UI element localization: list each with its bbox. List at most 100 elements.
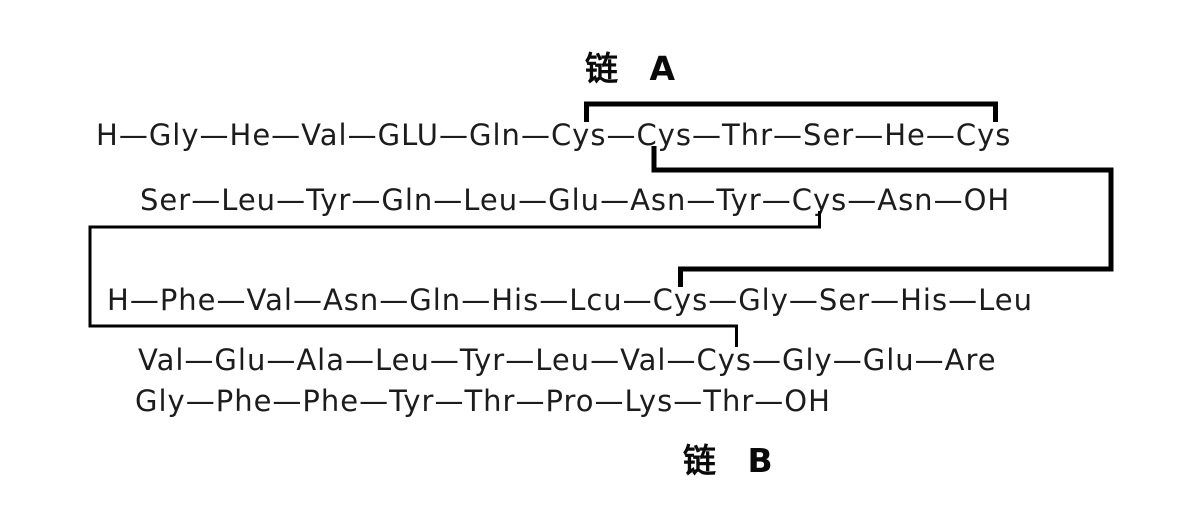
peptide-bond-dash: — — [925, 118, 956, 152]
chain-b-label: 链 B — [683, 441, 775, 480]
residue: Gly — [135, 384, 186, 418]
residue: His — [900, 283, 949, 317]
residue: Pro — [545, 384, 595, 418]
peptide-bond-dash: — — [272, 384, 303, 418]
peptide-bond-dash: — — [948, 283, 979, 317]
residue: Cys — [636, 118, 692, 152]
residue: Phe — [302, 384, 360, 418]
residue: Tyr — [716, 183, 762, 217]
residue: Are — [944, 343, 997, 377]
peptide-bond-dash: — — [692, 118, 722, 152]
peptide-bond-dash: — — [870, 283, 901, 317]
residue: Ser — [140, 183, 192, 217]
peptide-bond-dash: — — [266, 343, 297, 377]
residue: Leu — [535, 343, 591, 377]
peptide-bond-dash: — — [854, 118, 885, 152]
peptide-bond-dash: — — [622, 283, 653, 317]
residue: Tyr — [459, 343, 506, 377]
residue: Phe — [159, 283, 217, 317]
peptide-bond-dash: — — [600, 183, 631, 217]
peptide-bond-dash: — — [754, 384, 785, 418]
residue: Leu — [463, 183, 519, 217]
peptide-bond-dash: — — [292, 283, 323, 317]
residue: Thr — [722, 118, 774, 152]
peptide-bond-dash: — — [351, 183, 382, 217]
residue: Thr — [464, 384, 516, 418]
residue: H — [96, 118, 119, 152]
residue: OH — [963, 183, 1011, 217]
residue: Lys — [624, 384, 674, 418]
residue: Leu — [375, 343, 430, 377]
residue: Val — [246, 283, 293, 317]
residue: Asn — [877, 183, 934, 217]
peptide-bond-dash: — — [606, 118, 637, 152]
peptide-bond-dash: — — [708, 283, 739, 317]
residue: Glu — [214, 343, 267, 377]
peptide-bond-dash: — — [434, 384, 465, 418]
residue: Thr — [703, 384, 755, 418]
peptide-bond-dash: — — [191, 183, 222, 217]
residue: Val — [620, 343, 667, 377]
residue: GLU — [377, 118, 440, 152]
peptide-bond-dash: — — [847, 183, 878, 217]
peptide-bond-dash: — — [518, 183, 549, 217]
residue: H — [107, 283, 130, 317]
residue: Ala — [296, 343, 346, 377]
peptide-bond-dash: — — [271, 118, 302, 152]
residue: His — [491, 283, 540, 317]
residue: Val — [301, 118, 348, 152]
residue: Glu — [862, 343, 915, 377]
residue: He — [884, 118, 926, 152]
peptide-bond-dash: — — [118, 118, 149, 152]
peptide-bond-dash: — — [590, 343, 621, 377]
residue: He — [229, 118, 272, 152]
peptide-bond-dash: — — [347, 118, 378, 152]
peptide-bond-dash: — — [216, 283, 247, 317]
peptide-bond-dash: — — [788, 283, 819, 317]
peptide-bond-dash: — — [129, 283, 160, 317]
peptide-bond-dash: — — [429, 343, 460, 377]
residue: Cys — [652, 283, 709, 317]
residue: Cys — [550, 118, 607, 152]
residue: Gln — [409, 283, 462, 317]
peptide-bond-dash: — — [379, 283, 410, 317]
residue: Ser — [818, 283, 871, 317]
peptide-bond-dash: — — [761, 183, 792, 217]
peptide-bond-dash: — — [276, 183, 307, 217]
peptide-bond-dash: — — [185, 384, 216, 418]
residue: Gly — [782, 343, 833, 377]
residue: Leu — [221, 183, 277, 217]
disulfide-bond-line — [88, 211, 821, 347]
residue: Asn — [322, 283, 380, 317]
peptide-bond-dash: — — [666, 343, 697, 377]
peptide-bond-dash: — — [673, 384, 704, 418]
peptide-bond-dash: — — [433, 183, 464, 217]
peptide-bond-dash: — — [515, 384, 546, 418]
peptide-bond-dash: — — [933, 183, 964, 217]
peptide-bond-dash: — — [359, 384, 390, 418]
residue: Tyr — [389, 384, 435, 418]
residue: Gln — [381, 183, 434, 217]
peptide-bond-dash: — — [439, 118, 470, 152]
peptide-bond-dash: — — [686, 183, 717, 217]
peptide-bond-dash: — — [752, 343, 783, 377]
residue: Asn — [630, 183, 687, 217]
residue: Cys — [955, 118, 1012, 152]
residue: Gly — [148, 118, 200, 152]
residue: Leu — [978, 283, 1033, 317]
residue: Lcu — [569, 283, 623, 317]
peptide-bond-dash: — — [773, 118, 804, 152]
peptide-bond-dash: — — [461, 283, 492, 317]
peptide-bond-dash: — — [345, 343, 376, 377]
residue: Ser — [803, 118, 855, 152]
residue: Cys — [696, 343, 753, 377]
residue: Glu — [548, 183, 601, 217]
peptide-bond-dash: — — [832, 343, 863, 377]
residue: Tyr — [306, 183, 352, 217]
peptide-bond-dash: — — [505, 343, 536, 377]
peptide-bond-dash: — — [184, 343, 215, 377]
chain-b-sequence-row-3: Gly—Phe—Phe—Tyr—Thr—Pro—Lys—Thr—OH — [135, 384, 831, 418]
residue: Phe — [215, 384, 273, 418]
residue: Gln — [469, 118, 521, 152]
